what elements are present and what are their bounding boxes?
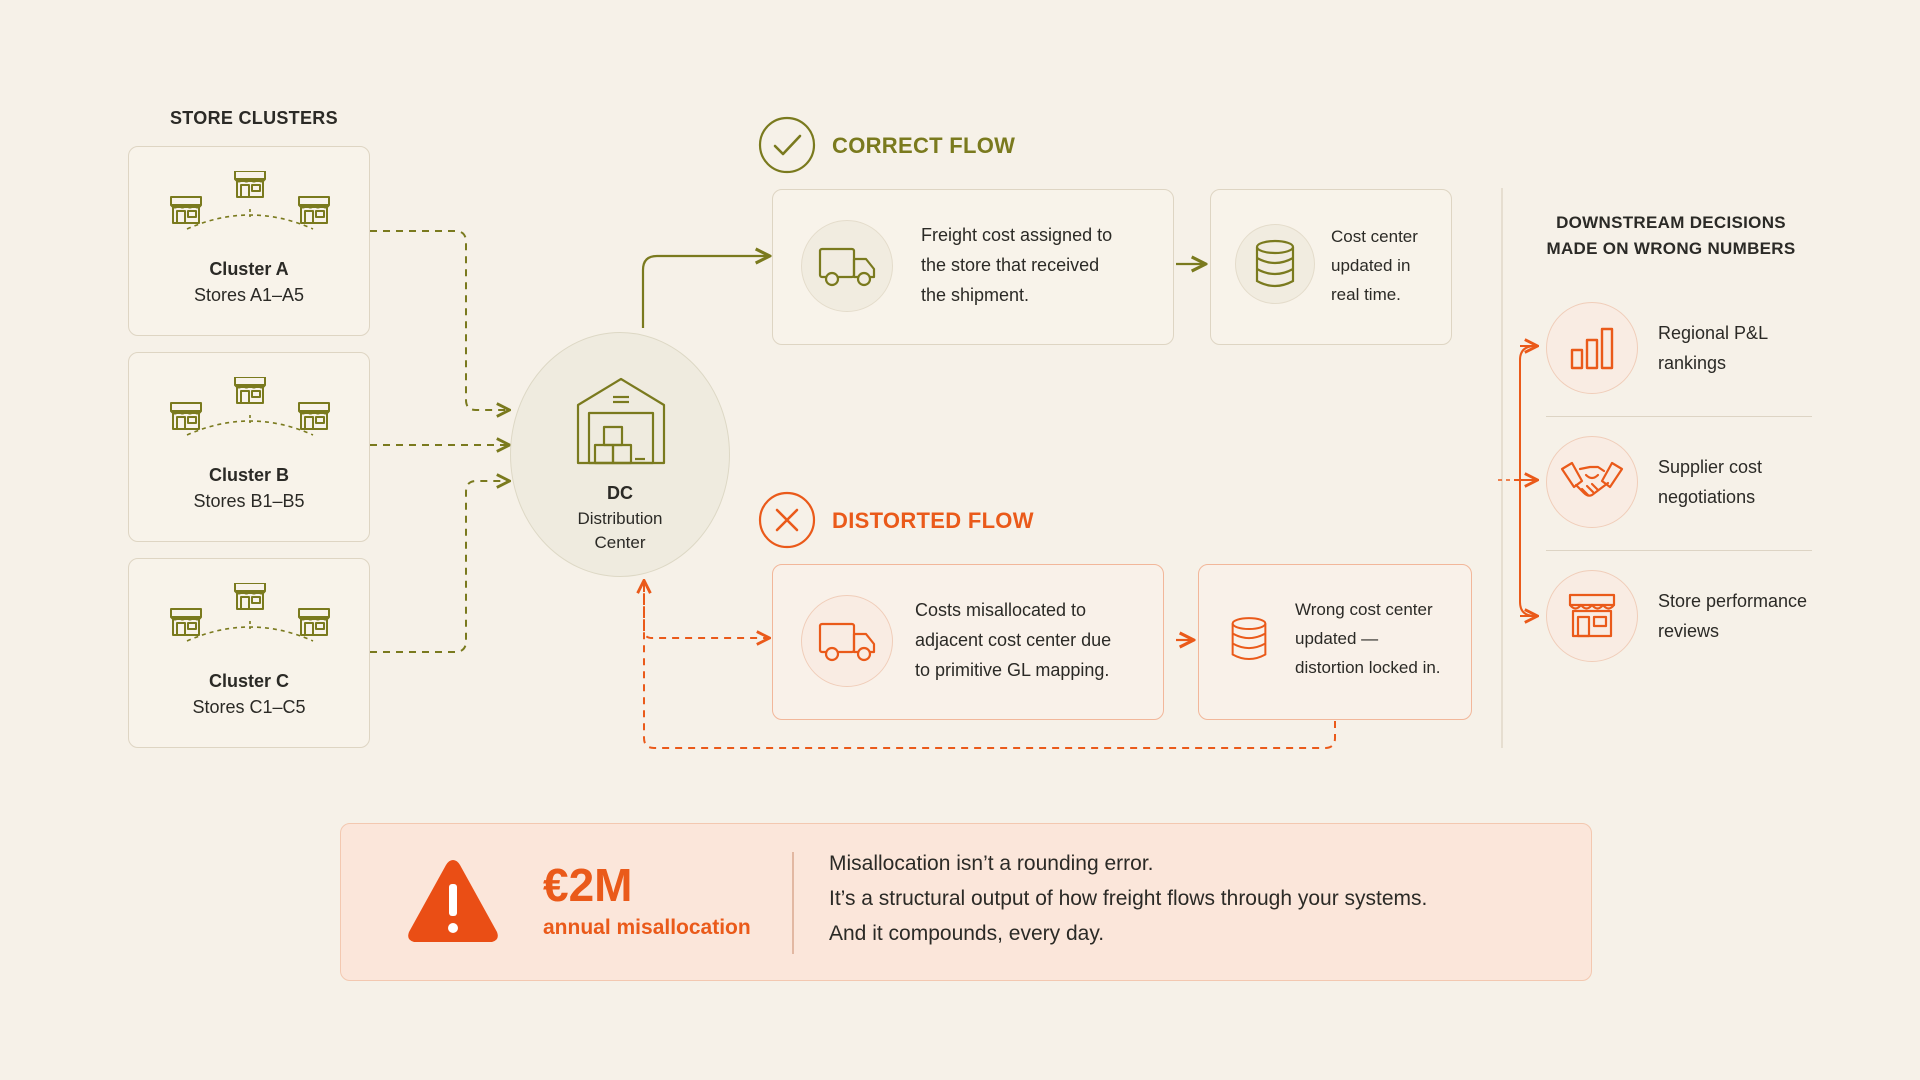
cluster-name: Cluster B — [208, 465, 289, 485]
cluster-card-a[interactable]: Cluster A Stores A1–A5 — [128, 146, 370, 336]
text-line: Regional P&L — [1658, 323, 1769, 343]
distorted-flow-title: DISTORTED FLOW — [832, 508, 1034, 533]
banner-line: And it compounds, every day. — [829, 922, 1105, 945]
text-line: rankings — [1658, 353, 1727, 373]
cluster-stores: Stores B1–B5 — [193, 491, 305, 511]
decision-regional-pl[interactable]: Regional P&L rankings — [1546, 298, 1816, 408]
dc-sublabel-line1: Distribution — [577, 509, 663, 528]
dc-to-distorted-connector — [643, 585, 768, 638]
decision-divider — [1546, 416, 1812, 417]
dc-sublabel: Distribution Center — [511, 507, 729, 555]
cluster-name: Cluster C — [208, 671, 289, 691]
database-icon — [1231, 617, 1267, 660]
cluster-card-c[interactable]: Cluster C Stores C1–C5 — [128, 558, 370, 748]
dc-to-correct-connector — [641, 256, 768, 328]
store-cluster-icon — [170, 171, 330, 230]
text-line: Cost center — [1331, 227, 1418, 246]
store-icon — [1568, 593, 1616, 638]
database-icon — [1255, 239, 1295, 288]
cluster-a-connector — [370, 230, 508, 410]
text-line: the shipment. — [921, 285, 1030, 305]
truck-icon-circle — [801, 595, 893, 687]
cluster-name: Cluster A — [209, 259, 289, 279]
bar-chart-icon-circle — [1546, 302, 1638, 394]
downstream-heading-line1: DOWNSTREAM DECISIONS — [1556, 213, 1786, 232]
decision-divider — [1546, 550, 1812, 551]
text-line: distortion locked in. — [1295, 658, 1441, 677]
warehouse-icon — [576, 377, 666, 465]
dc-sublabel-line2: Center — [594, 533, 646, 552]
text-line: Store performance — [1658, 591, 1808, 611]
truck-icon — [818, 247, 876, 287]
decision-text: Store performance reviews — [1658, 586, 1807, 646]
distorted-flow-step2-card[interactable]: Wrong cost center updated — distortion l… — [1198, 564, 1472, 720]
text-line: Supplier cost — [1658, 457, 1763, 477]
correct-step2-text: Cost center updated in real time. — [1331, 222, 1418, 309]
cluster-stores: Stores A1–A5 — [193, 285, 305, 305]
bar-chart-icon — [1570, 327, 1614, 370]
text-line: Costs misallocated to — [915, 600, 1087, 620]
misallocation-amount: €2M — [543, 859, 633, 911]
downstream-heading: DOWNSTREAM DECISIONS MADE ON WRONG NUMBE… — [1528, 210, 1814, 262]
text-line: Freight cost assigned to — [921, 225, 1113, 245]
cluster-stores: Stores C1–C5 — [192, 697, 306, 717]
store-cluster-icon — [170, 583, 330, 642]
truck-icon-circle — [801, 220, 893, 312]
correct-flow-step1-card[interactable]: Freight cost assigned to the store that … — [772, 189, 1174, 345]
text-line: real time. — [1331, 285, 1401, 304]
check-circle-icon — [758, 116, 816, 174]
store-cluster-icon — [170, 377, 330, 436]
misallocation-label: annual misallocation — [543, 916, 751, 939]
x-circle-icon — [758, 491, 816, 549]
text-line: updated in — [1331, 256, 1411, 275]
decision-supplier-negotiations[interactable]: Supplier cost negotiations — [1546, 432, 1816, 542]
text-line: to primitive GL mapping. — [915, 660, 1110, 680]
truck-icon — [818, 622, 876, 662]
distorted-step1-text: Costs misallocated to adjacent cost cent… — [915, 595, 1111, 685]
database-icon-circle — [1213, 603, 1285, 675]
banner-message: Misallocation isn’t a rounding error. It… — [829, 846, 1427, 951]
banner-divider — [792, 852, 794, 954]
cluster-c-connector — [370, 481, 508, 653]
text-line: updated — — [1295, 629, 1379, 648]
correct-step1-text: Freight cost assigned to the store that … — [921, 220, 1112, 310]
distorted-flow-step1-card[interactable]: Costs misallocated to adjacent cost cent… — [772, 564, 1164, 720]
handshake-icon-circle — [1546, 436, 1638, 528]
text-line: Wrong cost center — [1295, 600, 1433, 619]
correct-flow-step2-card[interactable]: Cost center updated in real time. — [1210, 189, 1452, 345]
distribution-center-node[interactable]: DC Distribution Center — [510, 332, 730, 577]
misallocation-banner: €2M annual misallocation Misallocation i… — [340, 823, 1592, 981]
downstream-bracket-trunk — [1519, 345, 1536, 617]
decision-store-reviews[interactable]: Store performance reviews — [1546, 566, 1816, 676]
store-icon-circle — [1546, 570, 1638, 662]
text-line: reviews — [1658, 621, 1720, 641]
text-line: the store that received — [921, 255, 1100, 275]
handshake-icon — [1560, 461, 1624, 497]
downstream-heading-line2: MADE ON WRONG NUMBERS — [1546, 239, 1796, 258]
text-line: adjacent cost center due — [915, 630, 1112, 650]
banner-line: Misallocation isn’t a rounding error. — [829, 852, 1154, 875]
decision-text: Supplier cost negotiations — [1658, 452, 1762, 512]
cluster-card-b[interactable]: Cluster B Stores B1–B5 — [128, 352, 370, 542]
dc-label: DC — [607, 483, 633, 503]
database-icon-circle — [1235, 224, 1315, 304]
text-line: negotiations — [1658, 487, 1756, 507]
decision-text: Regional P&L rankings — [1658, 318, 1768, 378]
correct-flow-title: CORRECT FLOW — [832, 133, 1016, 158]
banner-line: It’s a structural output of how freight … — [829, 887, 1428, 910]
distorted-step2-text: Wrong cost center updated — distortion l… — [1295, 595, 1441, 682]
warning-icon — [408, 860, 498, 942]
store-clusters-heading: STORE CLUSTERS — [170, 108, 338, 128]
